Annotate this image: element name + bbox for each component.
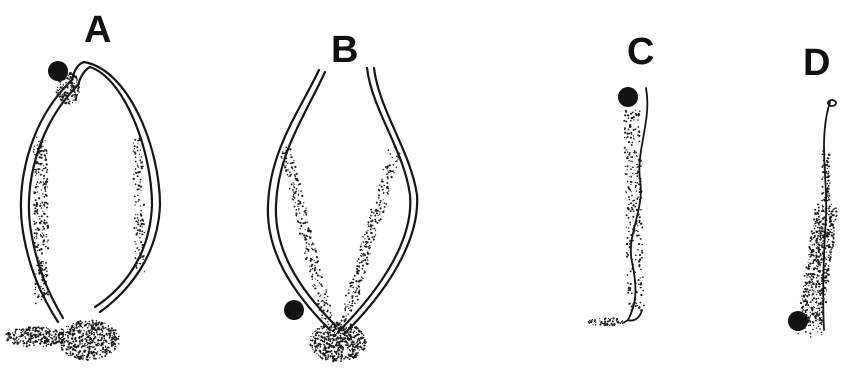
panel-c-label: C xyxy=(627,31,654,73)
panel-b: B xyxy=(268,29,417,362)
panel-a: A xyxy=(5,9,160,361)
panel-c-dot xyxy=(618,87,638,107)
panel-d-dot xyxy=(788,311,808,331)
panel-a-label: A xyxy=(84,9,111,51)
panel-b-strand xyxy=(268,68,417,334)
panel-c: C xyxy=(588,31,655,326)
panel-b-label: B xyxy=(331,29,358,71)
panel-a-loop xyxy=(21,62,160,322)
panel-a-dot xyxy=(48,61,68,81)
panel-d: D xyxy=(788,42,838,338)
panel-b-dot xyxy=(284,300,304,320)
panel-d-stipple xyxy=(798,150,838,338)
panel-d-label: D xyxy=(803,42,830,84)
panel-a-stipple xyxy=(5,71,145,361)
